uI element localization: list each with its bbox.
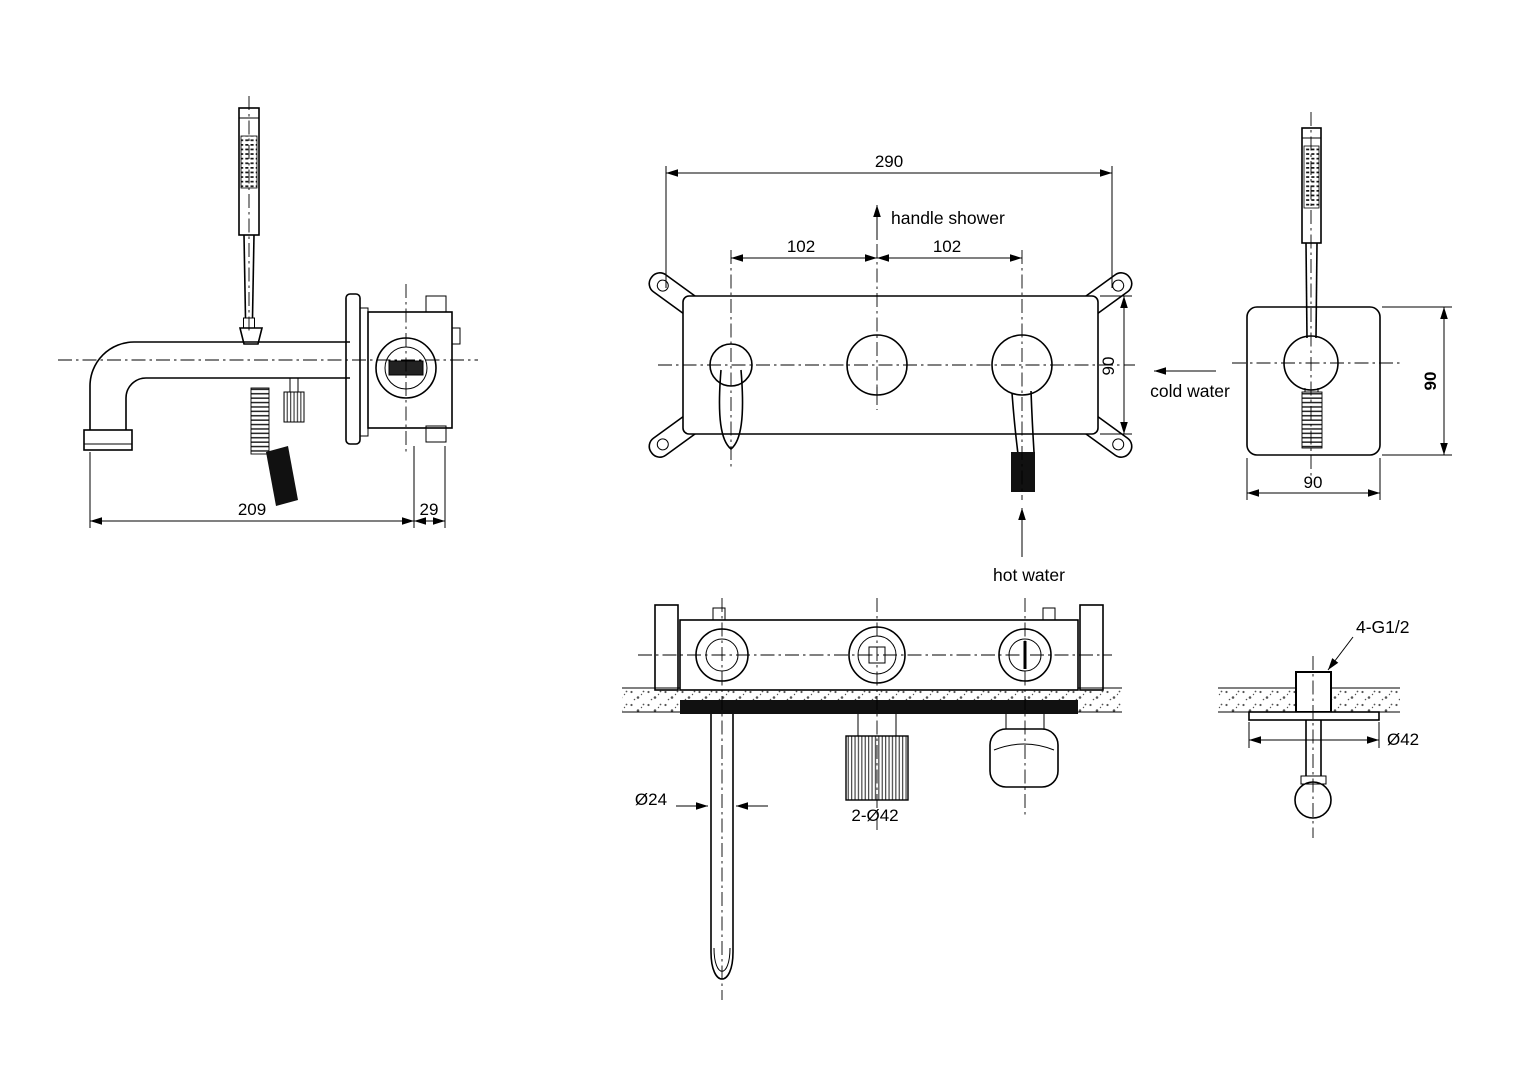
holder-plate (1246, 306, 1381, 456)
view-front: 290 handle shower 102 102 90 cold water (648, 152, 1230, 585)
wall-section-2 (1218, 687, 1400, 713)
handle-shower-callout: handle shower (873, 205, 1005, 240)
label-4-g12: 4-G1/2 (1356, 617, 1410, 637)
dim-29: 29 (420, 500, 439, 519)
label-handle-shower: handle shower (891, 208, 1005, 228)
label-hot-water: hot water (993, 565, 1065, 585)
dim-90-side-height: 90 (1421, 372, 1440, 391)
dim-d42: Ø42 (1387, 730, 1419, 749)
view-side-right: 90 90 (1232, 112, 1452, 500)
trim-plate-edge (680, 700, 1078, 714)
hose-outlet (989, 714, 1059, 788)
dimension-209-29: 209 29 (89, 446, 446, 528)
shower-hose (250, 378, 305, 506)
view-plan-bottom: Ø24 2-Ø42 (622, 598, 1122, 1000)
port-right-hose (991, 334, 1053, 492)
thread-callout: 4-G1/2 (1327, 617, 1410, 671)
view-section-right: 4-G1/2 Ø42 (1218, 617, 1419, 838)
dim-290: 290 (875, 152, 903, 171)
escutcheon-edge (1248, 711, 1380, 721)
view-side-left: 209 29 (58, 96, 478, 528)
dim-2-d42: 2-Ø42 (851, 806, 898, 825)
hand-shower-side (1301, 127, 1322, 339)
dimension-d24: Ø24 (635, 790, 768, 810)
dimension-102: 102 102 (731, 237, 1022, 262)
dim-102-left: 102 (787, 237, 815, 256)
dimension-90-front: 90 (1099, 295, 1132, 435)
cold-water-callout: cold water (1150, 367, 1230, 401)
thread-fitting (1295, 671, 1332, 713)
dim-d24: Ø24 (635, 790, 667, 809)
dimension-90-horizontal: 90 (1246, 458, 1381, 500)
dim-90-side-width: 90 (1304, 473, 1323, 492)
dim-102-right: 102 (933, 237, 961, 256)
dim-90-front: 90 (1099, 357, 1118, 376)
valve-body (345, 293, 461, 445)
spout (83, 341, 350, 451)
hot-water-callout: hot water (993, 508, 1065, 585)
hand-shower (238, 107, 264, 345)
hose-coil-side (1301, 388, 1323, 449)
dimension-290: 290 (665, 152, 1113, 288)
dimension-d42: Ø42 (1248, 722, 1419, 749)
dimension-90-vertical: 90 (1382, 306, 1452, 456)
label-cold-water: cold water (1150, 381, 1230, 401)
dim-209: 209 (238, 500, 266, 519)
